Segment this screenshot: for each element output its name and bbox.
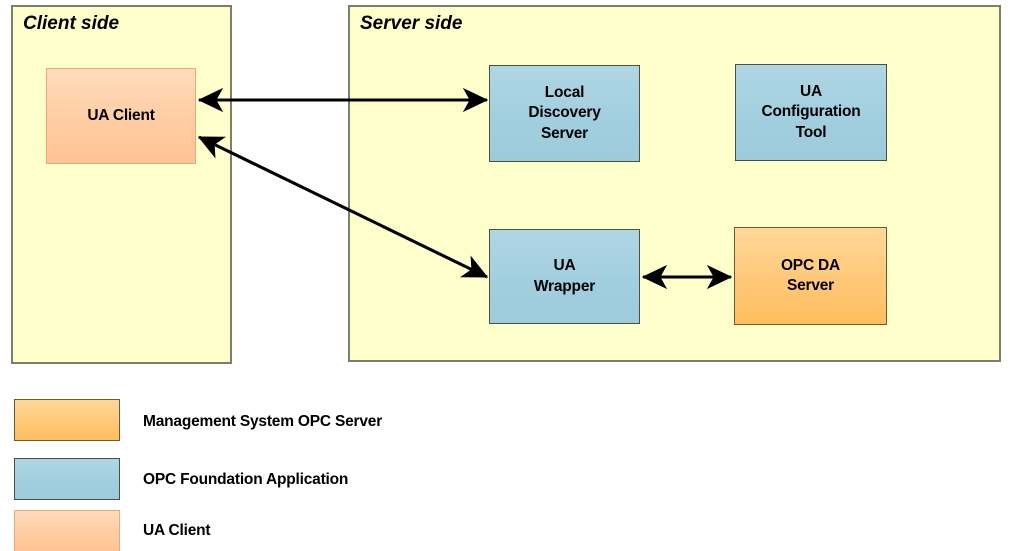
node-ua-client[interactable]: UA Client bbox=[46, 68, 196, 164]
region-title-client-side: Client side bbox=[23, 13, 120, 34]
legend-swatch-ua-client bbox=[14, 510, 120, 551]
region-title-server-side: Server side bbox=[360, 13, 463, 34]
region-client-side: Client side bbox=[11, 5, 232, 364]
legend-label-ua-client: UA Client bbox=[143, 522, 211, 539]
node-opc-da-server[interactable]: OPC DA Server bbox=[734, 227, 887, 325]
node-ua-configuration-tool[interactable]: UA Configuration Tool bbox=[735, 64, 887, 161]
legend-swatch-management-system-opc-server bbox=[14, 399, 120, 441]
legend-label-opc-foundation-application: OPC Foundation Application bbox=[143, 471, 349, 488]
legend-swatch-opc-foundation-application bbox=[14, 458, 120, 500]
node-local-discovery-server[interactable]: Local Discovery Server bbox=[489, 65, 640, 162]
legend-label-management-system-opc-server: Management System OPC Server bbox=[143, 413, 383, 430]
region-server-side: Server side bbox=[348, 5, 1001, 362]
node-ua-wrapper[interactable]: UA Wrapper bbox=[489, 229, 640, 324]
